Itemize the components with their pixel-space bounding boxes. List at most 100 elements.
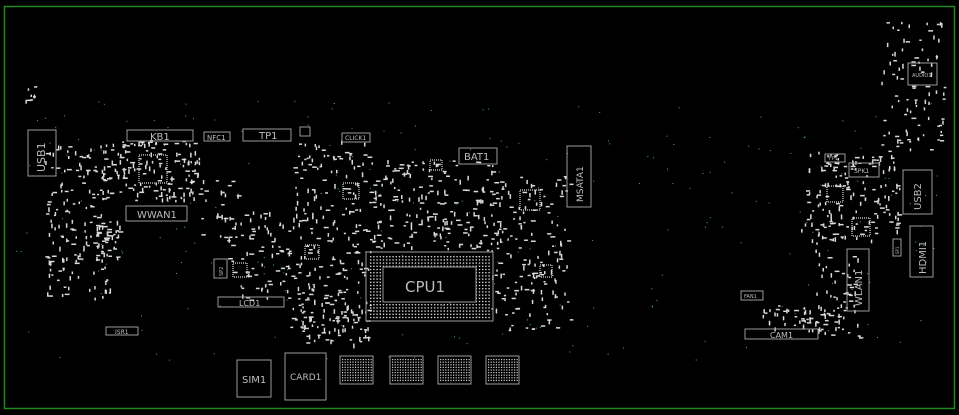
audio1-chip[interactable]: AUDIO1 xyxy=(907,62,938,86)
sim1-slot[interactable]: SIM1 xyxy=(236,359,272,398)
cam1-connector[interactable]: CAM1 xyxy=(744,328,819,340)
memory-ball xyxy=(453,364,455,366)
via xyxy=(449,160,451,162)
card1-slot[interactable]: CARD1 xyxy=(284,352,327,401)
smd-pad xyxy=(142,173,147,175)
smd-pad xyxy=(46,213,50,215)
smd-pad xyxy=(32,96,36,98)
cpu-ball xyxy=(373,307,375,309)
smd-pad xyxy=(370,238,373,241)
fan1-connector[interactable]: FAN1 xyxy=(740,290,764,301)
lcd1-connector[interactable]: LCD1 xyxy=(217,296,285,308)
smd-pad xyxy=(300,256,303,260)
via xyxy=(925,195,927,197)
smd-pad xyxy=(531,240,536,242)
smd-pad xyxy=(922,134,925,137)
sp2-part[interactable]: SP2 xyxy=(213,258,228,279)
memory-ball xyxy=(501,366,503,368)
smd-pad xyxy=(885,204,888,209)
spk1-connector[interactable]: SPK1 xyxy=(848,162,880,178)
smd-pad xyxy=(106,231,109,237)
smd-pad xyxy=(859,337,864,339)
cpu-ball xyxy=(466,259,468,261)
nfc1-connector[interactable]: NFC1 xyxy=(203,131,231,142)
memory-ball xyxy=(355,361,357,363)
cpu-ball xyxy=(389,316,391,319)
memory-ball xyxy=(455,361,457,363)
usb1-connector[interactable]: USB1 xyxy=(27,129,57,177)
via xyxy=(16,250,18,252)
smd-pad xyxy=(851,226,853,231)
cpu-ball xyxy=(402,262,404,264)
via xyxy=(789,253,791,255)
smd-pad xyxy=(802,324,805,330)
msata1-connector[interactable]: MSATA1 xyxy=(566,145,592,208)
usb2-connector[interactable]: USB2 xyxy=(902,169,933,215)
fp1-connector[interactable]: FP1 xyxy=(824,153,846,163)
tp1-connector[interactable]: TP1 xyxy=(242,128,292,142)
smd-pad xyxy=(337,329,340,335)
smd-pad xyxy=(806,318,809,321)
smd-pad xyxy=(476,201,482,203)
smd-pad xyxy=(555,182,558,187)
kb1-connector[interactable]: KB1 xyxy=(126,129,194,143)
smd-pad xyxy=(883,134,886,137)
memory-ball xyxy=(412,364,414,366)
smd-pad xyxy=(299,264,301,269)
smd-pad xyxy=(853,269,855,273)
smd-pad xyxy=(484,221,486,225)
memory-ball xyxy=(360,369,362,371)
smd-pad xyxy=(864,187,866,191)
smd-pad xyxy=(892,190,895,192)
cpu-ball xyxy=(434,265,436,267)
smd-pad xyxy=(63,258,65,263)
cpu-ball xyxy=(392,265,394,267)
memory-ball xyxy=(392,379,394,381)
memory-ball xyxy=(407,372,409,374)
memory-ball xyxy=(442,374,444,376)
smd-pad xyxy=(78,255,81,258)
smd-pad xyxy=(540,290,543,295)
via xyxy=(39,155,41,156)
smd-pad xyxy=(162,149,167,151)
smd-pad xyxy=(413,231,418,234)
smd-pad xyxy=(822,267,824,272)
sp1-part[interactable]: SP1 xyxy=(892,238,902,257)
smd-pad xyxy=(776,313,779,317)
cpu-ball xyxy=(370,300,372,303)
smd-pad xyxy=(905,129,908,133)
smd-pad xyxy=(349,152,353,155)
wlan1-connector[interactable]: WLAN1 xyxy=(846,248,870,312)
memory-ball xyxy=(402,377,404,379)
cpu-ball xyxy=(405,256,407,258)
smd-pad xyxy=(75,169,80,172)
smd-pad xyxy=(185,178,188,182)
smd-pad xyxy=(343,232,346,235)
smd-pad xyxy=(824,319,829,322)
isr1-connector[interactable]: ISR1 xyxy=(105,326,139,336)
click1-connector[interactable]: CLICK1 xyxy=(341,132,371,143)
memory-ball xyxy=(440,366,442,368)
hdmi1-connector[interactable]: HDMI1 xyxy=(909,225,934,278)
bat1-connector[interactable]: BAT1 xyxy=(458,147,498,165)
via xyxy=(273,264,275,266)
smd-pad xyxy=(106,196,110,199)
cpu1-package[interactable]: CPU1 xyxy=(365,251,494,322)
smd-pad xyxy=(808,192,811,195)
smd-pad xyxy=(117,174,120,177)
cpu-ball xyxy=(453,313,455,315)
memory-ball xyxy=(420,377,422,379)
smd-pad xyxy=(775,308,780,311)
smd-pad xyxy=(823,323,829,326)
memory-ball xyxy=(410,369,412,371)
cpu-ball xyxy=(418,256,420,258)
via xyxy=(915,241,917,243)
smd-pad xyxy=(92,197,96,199)
smd-pad xyxy=(436,163,441,166)
smd-pad xyxy=(296,192,299,196)
wwan1-connector[interactable]: WWAN1 xyxy=(125,205,188,222)
smd-pad xyxy=(543,281,546,283)
smd-pad xyxy=(109,221,112,223)
smd-pad xyxy=(504,183,507,188)
